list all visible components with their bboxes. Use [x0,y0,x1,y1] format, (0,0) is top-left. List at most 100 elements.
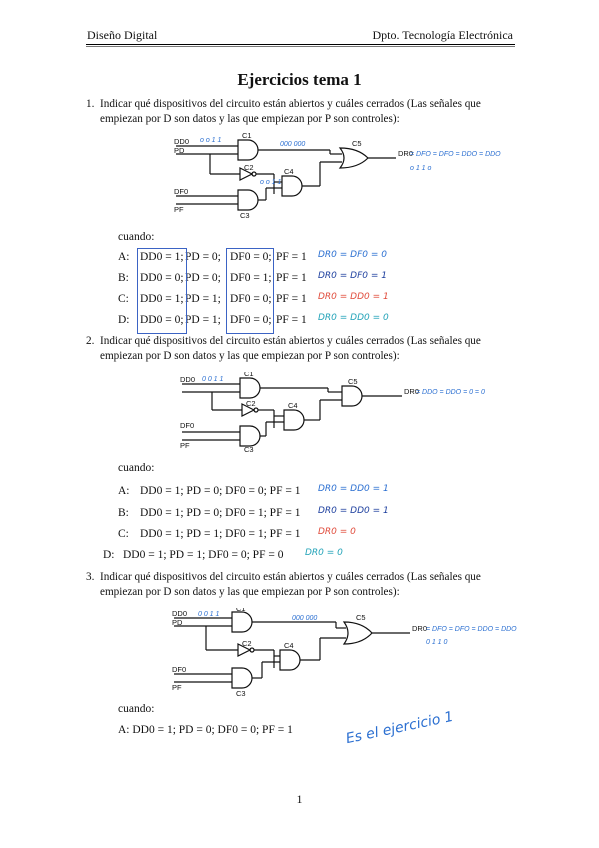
svg-text:0 0 1 1: 0 0 1 1 [198,611,220,618]
svg-text:C5: C5 [356,613,366,622]
svg-text:DR0: DR0 [412,624,427,633]
q1-option-c-pf: PF = 1 [276,293,307,305]
q2-option-b-note: DR0 = DD0 = 1 [318,506,389,516]
question-2-number: 2. [86,335,95,347]
q1-option-d-pf: PF = 1 [276,314,307,326]
q1-option-c-pd: PD = 1; [185,293,221,305]
question-2-cuando: cuando: [118,462,155,474]
q1-option-a-df0: DF0 = 0; [230,251,272,263]
svg-text:DR0: DR0 [404,387,419,396]
svg-text:o o 1 1: o o 1 1 [260,179,282,186]
svg-text:000 000: 000 000 [280,141,305,148]
q1-option-b-pd: PD = 0; [185,272,221,284]
q2-option-a-text: DD0 = 1; PD = 0; DF0 = 0; PF = 1 [140,485,301,497]
q1-option-d-pd: PD = 1; [185,314,221,326]
q1-option-a-label: A: [118,251,130,263]
question-3-text-line2: empiezan por D son datos y las que empie… [100,586,400,598]
q1-option-a-note: DR0 = DF0 = 0 [318,250,387,260]
q2-option-b-text: DD0 = 1; PD = 0; DF0 = 1; PF = 1 [140,507,301,519]
question-2-text-line1: Indicar qué dispositivos del circuito es… [100,335,481,347]
q1-option-d-label: D: [118,314,130,326]
q1-option-d-note: DR0 = DD0 = 0 [318,313,389,323]
q2-option-d-label: D: [103,549,115,561]
gate-c3-label: C3 [240,211,250,218]
svg-text:DD0: DD0 [172,609,187,618]
svg-text:0 1 1 0: 0 1 1 0 [426,639,448,646]
svg-text:C2: C2 [246,399,256,408]
q2-option-c-note: DR0 = 0 [318,527,356,537]
signal-pd-label: PD [174,146,185,155]
q1-option-c-note: DR0 = DD0 = 1 [318,292,389,302]
svg-text:C1: C1 [236,608,246,613]
gate-c5-label: C5 [352,139,362,148]
svg-text:C5: C5 [348,377,358,386]
q2-option-a-label: A: [118,485,130,497]
svg-text:C1: C1 [244,372,254,378]
gate-c2-label: C2 [244,163,254,172]
gate-c4-label: C4 [284,167,294,176]
q1-option-b-df0: DF0 = 1; [230,272,272,284]
question-2-text-line2: empiezan por D son datos y las que empie… [100,350,400,362]
header-right: Dpto. Tecnología Electrónica [372,28,513,42]
svg-text:DF0: DF0 [180,421,194,430]
highlight-box-dd0 [137,248,187,334]
circuit-diagram-2: DD0 DF0 PF C1 C2 C3 C4 C5 DR0 0 0 1 1 = … [180,372,485,452]
signal-pf-label: PF [174,205,184,214]
q1-option-b-note: DR0 = DF0 = 1 [318,271,387,281]
svg-text:= DDO = DDO = 0 = 0: = DDO = DDO = 0 = 0 [416,389,485,396]
svg-text:PF: PF [172,683,182,692]
svg-text:C4: C4 [284,641,294,650]
signal-dd0-label: DD0 [174,137,189,146]
question-3-number: 3. [86,571,95,583]
q2-option-d-note: DR0 = 0 [305,548,343,558]
svg-text:C3: C3 [236,689,246,696]
svg-text:PF: PF [180,441,190,450]
svg-text:DD0: DD0 [180,375,195,384]
signal-df0-label: DF0 [174,187,188,196]
q1-option-b-dd0: DD0 = 0; [140,272,184,284]
q1-option-c-label: C: [118,293,129,305]
header-rule [86,44,515,47]
q1-option-a-dd0: DD0 = 1; [140,251,184,263]
svg-text:o 1 1 o: o 1 1 o [410,165,432,172]
q1-option-b-pf: PF = 1 [276,272,307,284]
header-left: Diseño Digital [87,28,158,42]
output-dr0-label: DR0 [398,149,413,158]
svg-text:C2: C2 [242,639,252,648]
question-1-text-line2: empiezan por D son datos y las que empie… [100,113,400,125]
q3-handwritten-note: Es el ejercicio 1 [344,708,455,748]
q1-option-b-label: B: [118,272,129,284]
q3-option-a-text: A: DD0 = 1; PD = 0; DF0 = 0; PF = 1 [118,724,293,736]
question-1-cuando: cuando: [118,231,155,243]
svg-text:= DFO = DFO = DDO = DDO: = DFO = DFO = DDO = DDO [426,626,517,633]
q1-option-d-dd0: DD0 = 0; [140,314,184,326]
q1-option-d-df0: DF0 = 0; [230,314,272,326]
gate-c1-label: C1 [242,132,252,140]
page-title: Ejercicios tema 1 [237,70,362,89]
svg-text:DF0: DF0 [172,665,186,674]
question-1-text-line1: Indicar qué dispositivos del circuito es… [100,98,481,110]
q1-option-a-pf: PF = 1 [276,251,307,263]
page-number: 1 [296,792,303,806]
svg-text:= DFO = DFO = DDO = DDO: = DFO = DFO = DDO = DDO [410,151,501,158]
q1-option-a-pd: PD = 0; [185,251,221,263]
q1-option-c-dd0: DD0 = 1; [140,293,184,305]
question-3-text-line1: Indicar qué dispositivos del circuito es… [100,571,481,583]
q2-option-c-text: DD0 = 1; PD = 1; DF0 = 1; PF = 1 [140,528,301,540]
svg-text:C4: C4 [288,401,298,410]
question-1-number: 1. [86,98,95,110]
svg-text:o o 1 1: o o 1 1 [200,137,222,144]
svg-text:000 000: 000 000 [292,615,317,622]
q2-option-b-label: B: [118,507,129,519]
svg-text:PD: PD [172,618,183,627]
q1-option-c-df0: DF0 = 0; [230,293,272,305]
q2-option-d-text: DD0 = 1; PD = 1; DF0 = 0; PF = 0 [123,549,284,561]
circuit-diagram-3: DD0 PD DF0 PF C1 C2 C3 C4 C5 DR0 0 0 1 1… [172,608,517,696]
q2-option-a-note: DR0 = DD0 = 1 [318,484,389,494]
question-3-cuando: cuando: [118,703,155,715]
svg-text:0 0 1 1: 0 0 1 1 [202,376,224,383]
highlight-box-df0 [226,248,274,334]
circuit-diagram-1: DD0 PD DF0 PF C1 C2 C3 C4 C5 DR0 o o 1 1… [174,132,501,218]
svg-text:C3: C3 [244,445,254,452]
q2-option-c-label: C: [118,528,129,540]
